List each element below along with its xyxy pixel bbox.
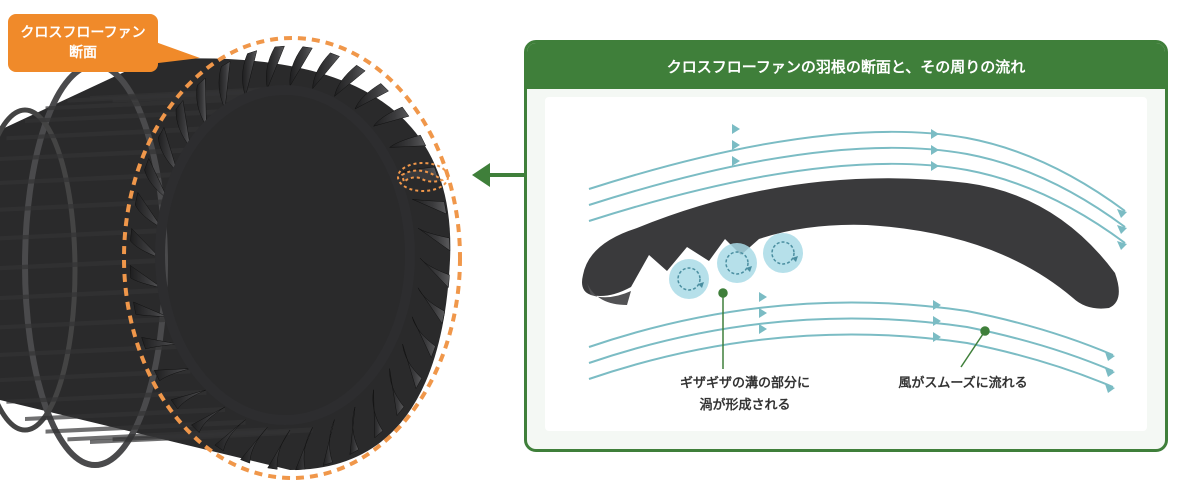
blade-cross-section bbox=[582, 178, 1119, 309]
fan-ring bbox=[0, 107, 78, 433]
fan-blade bbox=[133, 301, 168, 318]
blade-edge bbox=[587, 283, 631, 305]
fan-blade-depth bbox=[0, 344, 178, 357]
flow-lines-bottom bbox=[588, 301, 1114, 388]
fan-blade bbox=[191, 406, 226, 433]
fan-blade-depth bbox=[0, 172, 178, 185]
fan-blade bbox=[289, 46, 313, 87]
fan-blade bbox=[372, 106, 410, 127]
vortex-icon bbox=[717, 243, 757, 283]
leader-lines bbox=[718, 288, 990, 369]
fan-blade bbox=[141, 337, 178, 350]
fan-blade-depth bbox=[67, 88, 268, 103]
fan-blades bbox=[0, 45, 451, 471]
fan-blade bbox=[196, 77, 207, 128]
fan-blade bbox=[354, 83, 389, 110]
fan-blade bbox=[153, 368, 191, 382]
panel-title: クロスフローファンの羽根の断面と、その周りの流れ bbox=[527, 43, 1165, 89]
vortex-label-line1: ギザギザの溝の部分に bbox=[679, 376, 810, 391]
vortex-icon bbox=[763, 233, 803, 273]
fan-blade bbox=[411, 316, 436, 359]
fan-blade-depth bbox=[0, 228, 162, 241]
fan-blade-depth bbox=[0, 368, 191, 383]
fan-blade-depth bbox=[45, 96, 246, 111]
fan-blade bbox=[417, 227, 451, 252]
fan-blade bbox=[144, 157, 169, 200]
callout-pointer bbox=[150, 40, 200, 64]
callout-line1: クロスフローファン bbox=[20, 25, 146, 41]
fan-blade bbox=[417, 287, 446, 325]
fan-blade bbox=[175, 99, 191, 149]
fan-blade-depth bbox=[0, 147, 191, 162]
fan-blade bbox=[240, 427, 268, 464]
dashed-circle-icon bbox=[122, 36, 462, 480]
fan-inner-ring bbox=[155, 85, 415, 425]
fan-blade bbox=[389, 368, 405, 417]
dashed-circle-icon bbox=[397, 162, 449, 192]
smooth-flow-label: 風がスムーズに流れる bbox=[898, 376, 1028, 391]
fan-blade bbox=[134, 191, 163, 229]
fan-blade bbox=[295, 427, 313, 471]
fan-blade-depth bbox=[0, 199, 168, 212]
callout-label: クロスフローファン 断面 bbox=[8, 14, 158, 72]
vortex-icon bbox=[669, 259, 709, 299]
fan-blade bbox=[158, 126, 178, 173]
fan-blade bbox=[322, 419, 335, 466]
fan-blade bbox=[419, 257, 450, 289]
fan-blade bbox=[412, 198, 447, 215]
fan-blade-depth bbox=[0, 316, 168, 330]
fan-blade-depth bbox=[112, 427, 313, 442]
fan-blade bbox=[242, 50, 258, 98]
vortex-label-line2: 渦が形成される bbox=[699, 398, 791, 413]
flow-arrowheads-top bbox=[732, 124, 1127, 250]
flow-diagram bbox=[582, 124, 1127, 393]
fan-blade bbox=[266, 45, 285, 90]
fan-blade-depth bbox=[25, 109, 225, 124]
flow-arrowheads-bottom bbox=[759, 292, 1115, 393]
vortex-label: ギザギザの溝の部分に 渦が形成される bbox=[655, 373, 835, 417]
fan-blade-depth bbox=[0, 258, 160, 271]
fan-body bbox=[0, 58, 451, 470]
fan-blade-depth bbox=[6, 389, 207, 404]
fan-blade bbox=[267, 429, 291, 470]
callout-line2: 断面 bbox=[69, 45, 97, 61]
fan-blade-depth bbox=[0, 287, 162, 301]
fan-blade bbox=[372, 389, 384, 439]
fan-blade bbox=[334, 64, 366, 98]
fan-drawing bbox=[0, 36, 462, 480]
fan-blade bbox=[170, 389, 207, 410]
highlighted-blade bbox=[400, 169, 445, 184]
cross-section-panel: クロスフローファンの羽根の断面と、その周りの流れ bbox=[524, 40, 1168, 452]
fan-blade bbox=[312, 52, 340, 90]
fan-blade-depth bbox=[25, 406, 225, 421]
fan-illustration: クロスフローファン 断面 bbox=[0, 0, 520, 490]
fan-blade bbox=[214, 419, 246, 452]
fan-blade bbox=[129, 264, 163, 289]
pointer-arrow-icon bbox=[472, 163, 528, 187]
fan-blade bbox=[218, 60, 231, 110]
fan-blade bbox=[402, 343, 423, 390]
fan-blade bbox=[130, 227, 161, 259]
fan-blade bbox=[349, 406, 359, 456]
fan-blade bbox=[388, 134, 427, 148]
